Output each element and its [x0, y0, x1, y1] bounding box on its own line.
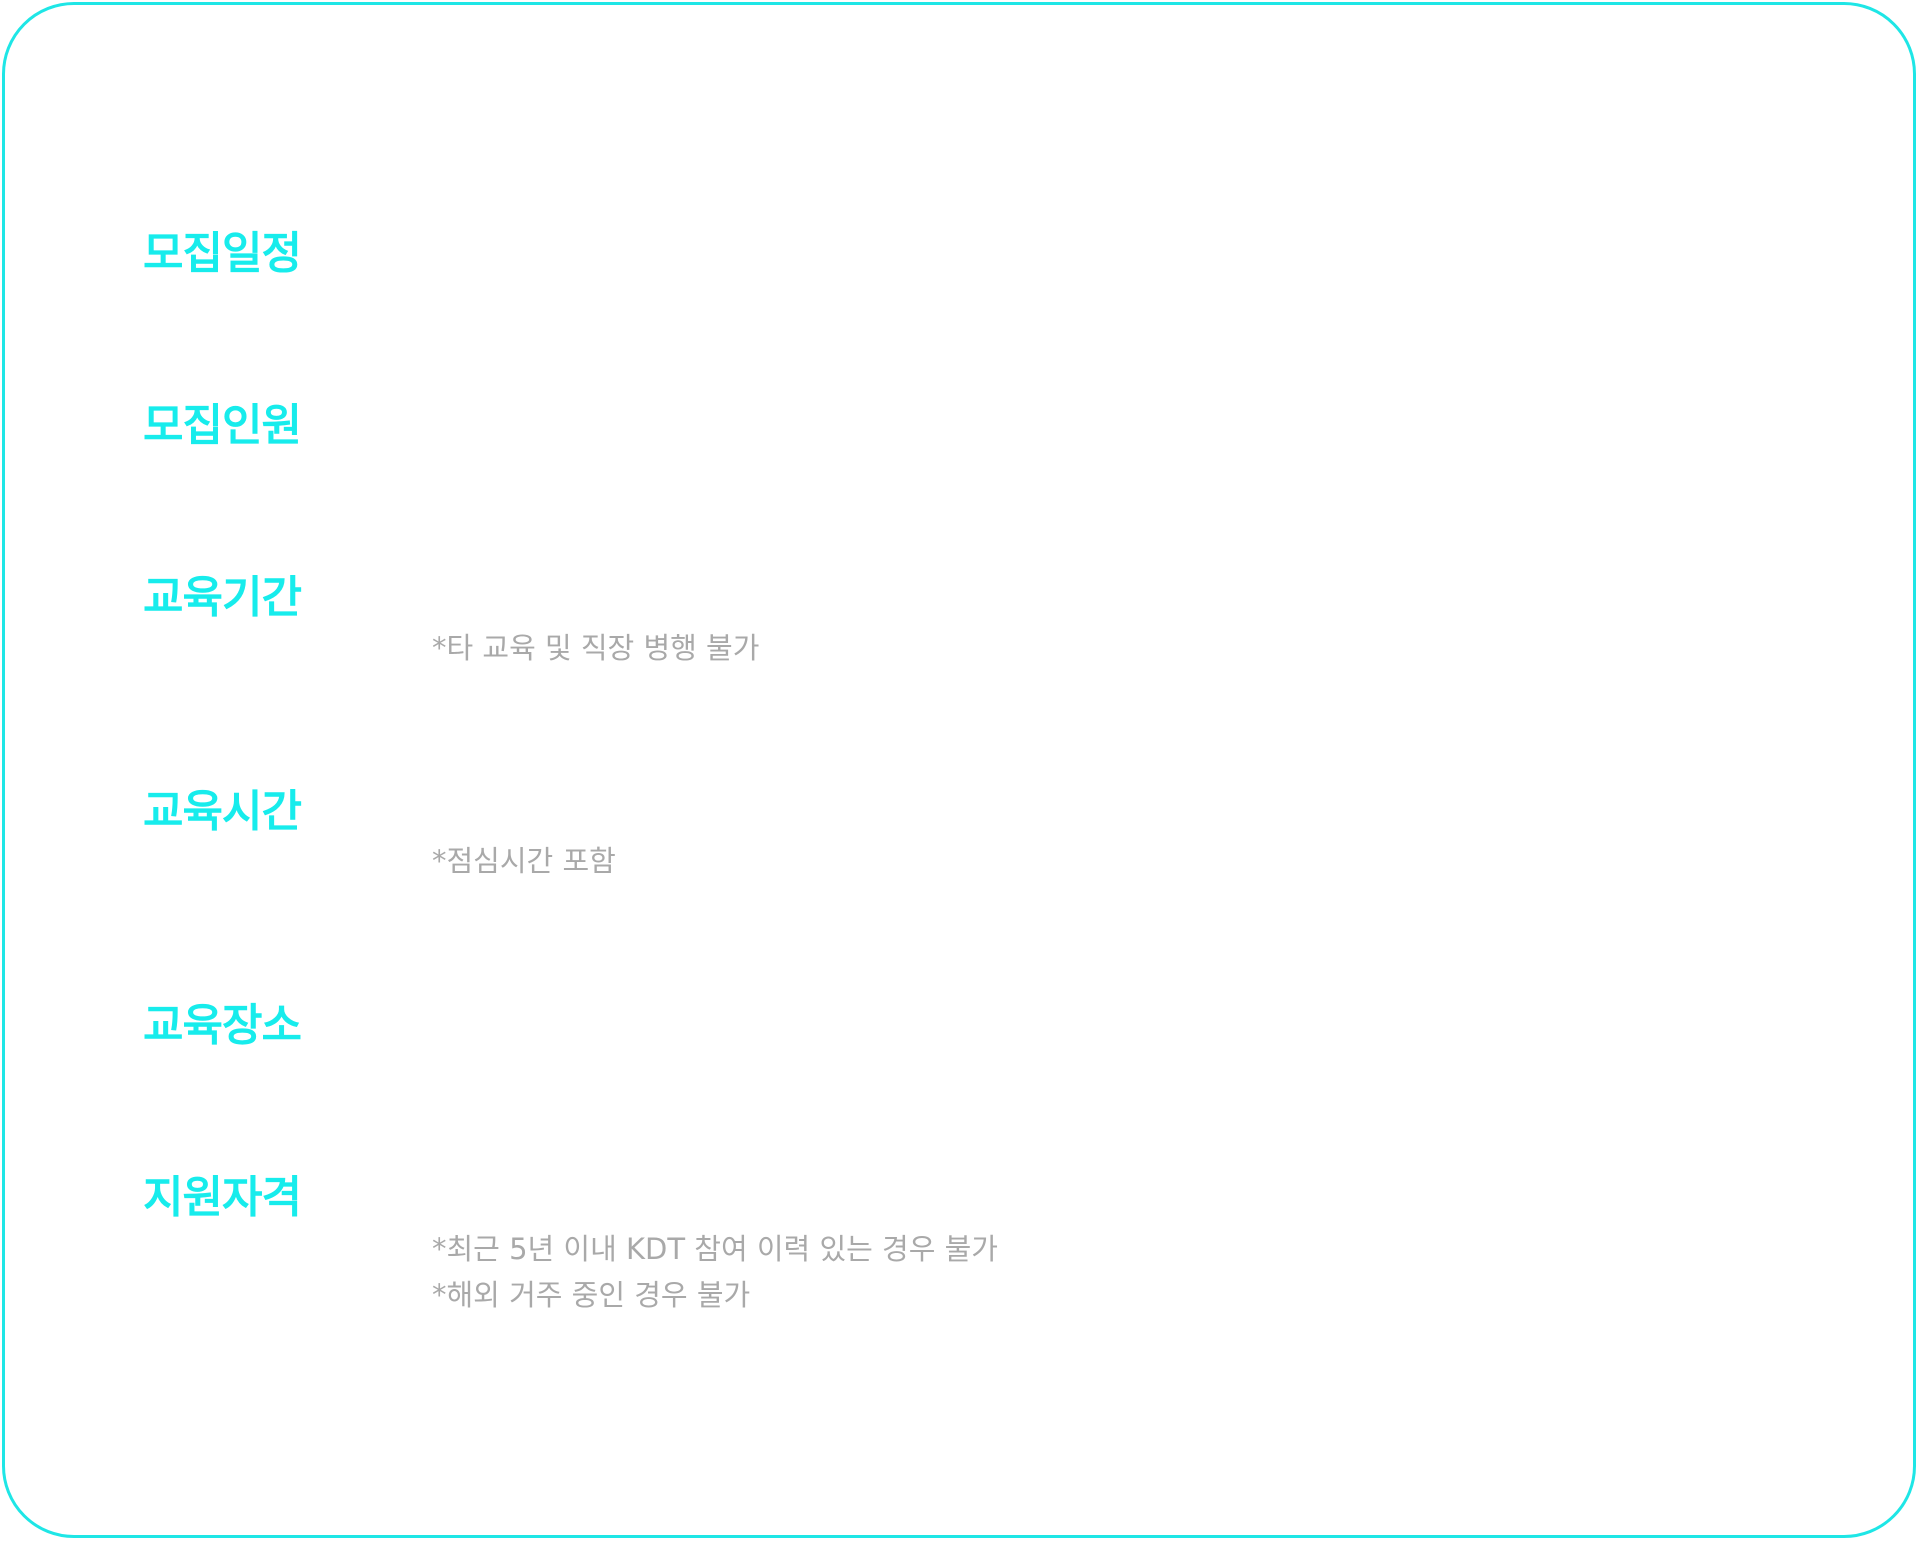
note-eligibility-kdt: *최근 5년 이내 KDT 참여 이력 있는 경우 불가	[432, 1232, 998, 1266]
note-eligibility-overseas: *해외 거주 중인 경우 불가	[432, 1278, 751, 1312]
note-training-hours: *점심시간 포함	[432, 844, 616, 878]
label-recruitment-capacity: 모집인원	[143, 400, 302, 451]
label-training-period: 교육기간	[143, 572, 302, 623]
label-training-hours: 교육시간	[143, 786, 302, 837]
label-eligibility: 지원자격	[143, 1172, 302, 1223]
note-training-period: *타 교육 및 직장 병행 불가	[432, 631, 760, 665]
label-recruitment-schedule: 모집일정	[143, 228, 302, 279]
label-training-location: 교육장소	[143, 1000, 302, 1051]
